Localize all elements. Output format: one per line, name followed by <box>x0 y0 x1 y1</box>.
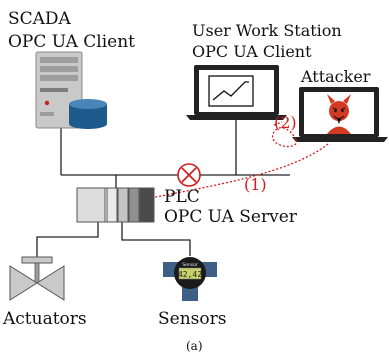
actuators-label: Actuators <box>2 309 87 329</box>
attack-path-2 <box>271 127 298 148</box>
sensor-link <box>121 222 191 256</box>
figure-caption: (a) <box>186 339 203 353</box>
devil-icon <box>327 94 351 134</box>
attack-path-2-link <box>273 121 283 126</box>
network-links <box>36 120 290 258</box>
database-icon <box>69 99 107 129</box>
attack-path-1 <box>145 143 329 200</box>
sensor-caption: Sensor <box>182 262 198 268</box>
plc-title: PLC <box>164 187 200 207</box>
workstation-subtitle: OPC UA Client <box>192 42 312 61</box>
attack-path-2-label: (2) <box>274 113 297 132</box>
plc-subtitle: OPC UA Server <box>164 207 298 227</box>
blocked-connection-icon <box>177 163 201 187</box>
sensor-icon <box>163 257 217 301</box>
valve-actuator-icon <box>9 256 65 301</box>
sensors-label: Sensors <box>158 309 226 329</box>
workstation-title: User Work Station <box>192 21 342 40</box>
actuator-link <box>36 222 99 258</box>
scada-title: SCADA <box>8 9 72 29</box>
sensor-readout: 42,42 <box>178 270 202 279</box>
scada-subtitle: OPC UA Client <box>8 32 135 52</box>
attack-path-1-label: (1) <box>244 175 267 194</box>
workstation-laptop-icon <box>186 65 287 120</box>
attacker-label: Attacker <box>300 67 371 86</box>
plc-icon <box>76 187 155 223</box>
